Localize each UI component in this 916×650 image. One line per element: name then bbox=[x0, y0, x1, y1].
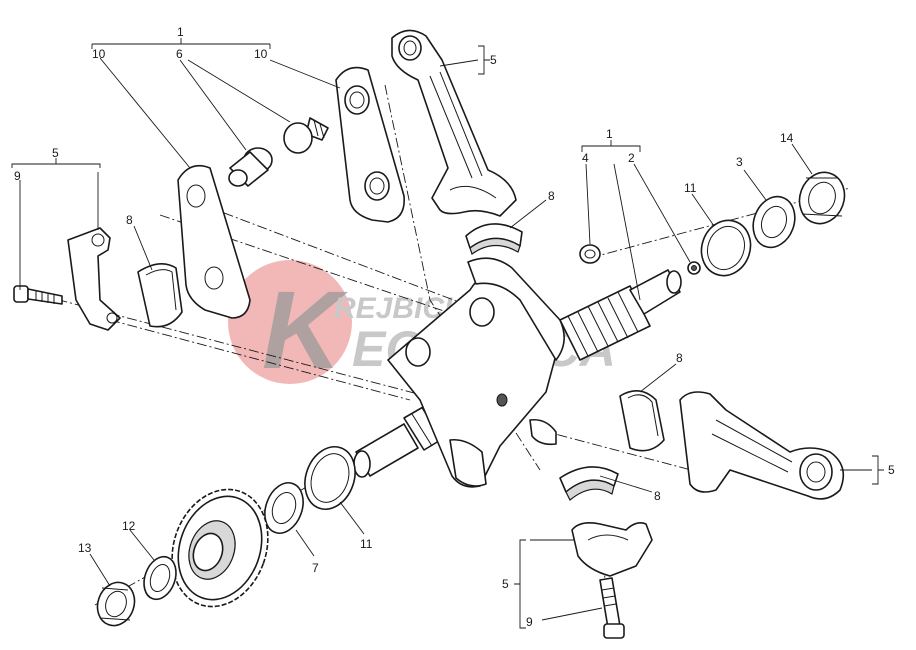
plug-right bbox=[283, 117, 329, 154]
callout-5-upper-right: 5 bbox=[490, 53, 497, 67]
callout-1-right: 1 bbox=[606, 127, 613, 141]
callout-8-left: 8 bbox=[126, 213, 133, 227]
callout-10-left: 10 bbox=[92, 47, 106, 61]
shim-upper bbox=[700, 219, 752, 277]
callout-labels: 1 6 10 10 5 5 9 8 8 1 4 2 11 3 14 8 5 8 … bbox=[14, 25, 895, 629]
crankshaft bbox=[353, 257, 682, 488]
callout-8-lower: 8 bbox=[654, 489, 661, 503]
plug-left bbox=[228, 147, 273, 187]
callout-11-upper: 11 bbox=[684, 181, 697, 195]
callout-8-mid: 8 bbox=[676, 351, 683, 365]
callout-3: 3 bbox=[736, 155, 743, 169]
spacer bbox=[264, 482, 304, 534]
bearing-shell-upper bbox=[465, 223, 523, 255]
callout-14: 14 bbox=[780, 131, 794, 145]
nut-gear bbox=[96, 581, 136, 627]
callout-5-bottom: 5 bbox=[502, 577, 509, 591]
oil-plate-right bbox=[335, 66, 405, 223]
bearing-shell-mid-right bbox=[619, 390, 665, 452]
bearing-shell-left bbox=[137, 263, 183, 328]
callout-5-left: 5 bbox=[52, 146, 59, 160]
bearing-shell-lower bbox=[559, 466, 619, 501]
conrod-lower-right bbox=[679, 391, 845, 500]
primary-gear bbox=[171, 488, 269, 608]
washer-gear bbox=[143, 555, 177, 601]
watermark-emblem bbox=[228, 260, 352, 384]
plug-small bbox=[687, 261, 701, 275]
watermark-emblem-letter: K bbox=[262, 269, 349, 392]
oil-plate-left bbox=[177, 164, 251, 319]
conrod-cap-left bbox=[67, 227, 121, 331]
conrod-bolt-left bbox=[13, 285, 63, 305]
callout-8-upper: 8 bbox=[548, 189, 555, 203]
conrod-cap-bottom bbox=[571, 522, 653, 577]
bush-small bbox=[579, 244, 601, 264]
callout-4: 4 bbox=[582, 151, 589, 165]
callout-9-bottom: 9 bbox=[526, 615, 533, 629]
callout-7: 7 bbox=[312, 561, 319, 575]
conrod-upper bbox=[391, 29, 517, 217]
callout-11-lower: 11 bbox=[360, 537, 373, 551]
callout-13: 13 bbox=[78, 541, 92, 555]
callout-10-right: 10 bbox=[254, 47, 268, 61]
shim-lower bbox=[304, 446, 356, 510]
nut-front bbox=[798, 171, 846, 225]
leader-lines bbox=[11, 38, 884, 629]
conrod-bolt-bottom bbox=[599, 577, 625, 639]
washer bbox=[752, 195, 796, 249]
callout-2: 2 bbox=[628, 151, 635, 165]
callout-5-lower-right: 5 bbox=[888, 463, 895, 477]
callout-6-top: 6 bbox=[176, 47, 183, 61]
callout-9-left: 9 bbox=[14, 169, 21, 183]
callout-1-top: 1 bbox=[177, 25, 184, 39]
callout-12: 12 bbox=[122, 519, 136, 533]
